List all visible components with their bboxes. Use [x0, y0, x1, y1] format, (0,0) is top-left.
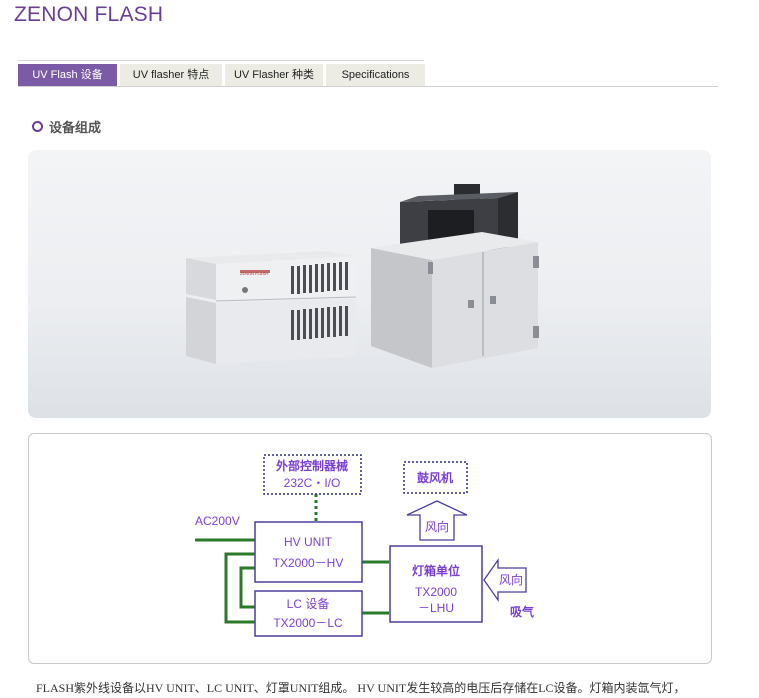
page-title: ZENON FLASH — [14, 3, 164, 26]
equipment-illustration: ZENON FLASH — [186, 184, 539, 368]
divider — [18, 60, 424, 61]
lc-unit-model: TX2000－LC — [273, 616, 343, 630]
description-text: FLASH紫外线设备以HV UNIT、LC UNIT、灯罩UNIT组成。 HV … — [36, 681, 686, 695]
tab-specifications[interactable]: Specifications — [326, 64, 425, 86]
airflow-up-label: 风向 — [425, 519, 449, 534]
lamp-unit-model: TX2000 — [415, 585, 457, 599]
airflow-up-arrow-icon — [406, 500, 468, 541]
lc-unit-box — [254, 590, 363, 637]
tab-underline — [18, 86, 718, 87]
hv-unit-model: TX2000－HV — [273, 556, 344, 570]
external-control-box — [263, 454, 362, 495]
hv-unit-box — [254, 521, 363, 583]
device-label: ZENON FLASH — [240, 271, 268, 276]
circle-bullet-icon — [32, 121, 43, 132]
external-control-label: 外部控制器械 — [276, 458, 348, 473]
blower-box — [403, 461, 468, 494]
external-control-interface: 232C・I/O — [284, 476, 341, 490]
hv-unit-title: HV UNIT — [284, 535, 333, 549]
ac-input-label: AC200V — [195, 514, 240, 528]
lc-unit-title: LC 设备 — [287, 597, 330, 611]
section-title: 设备组成 — [49, 120, 102, 135]
blower-label: 鼓风机 — [417, 470, 453, 485]
power-unit-illustration — [186, 251, 357, 364]
tab-uv-flasher-features[interactable]: UV flasher 特点 — [120, 64, 222, 86]
lamp-unit-title: 灯箱单位 — [412, 563, 460, 578]
lamp-unit-suffix: －LHU — [418, 601, 454, 615]
product-photo: ZENON FLASH — [28, 150, 711, 418]
system-diagram: 外部控制器械 232C・I/O 鼓风机 风向 AC200V HV UNIT TX… — [28, 433, 712, 664]
tab-uv-flasher-types[interactable]: UV Flasher 种类 — [225, 64, 323, 86]
lamp-housing-illustration — [371, 184, 539, 368]
airflow-in-arrow-icon — [483, 557, 527, 603]
wiring — [195, 494, 389, 624]
system-diagram-svg: 外部控制器械 232C・I/O 鼓风机 风向 AC200V HV UNIT TX… — [195, 454, 534, 637]
intake-label: 吸气 — [510, 604, 534, 619]
tab-uv-flash-device[interactable]: UV Flash 设备 — [18, 64, 117, 86]
lamp-unit-box — [389, 545, 483, 623]
tab-bar: UV Flash 设备 UV flasher 特点 UV Flasher 种类 … — [18, 64, 428, 86]
section-heading: 设备组成 — [32, 117, 101, 136]
airflow-in-label: 风向 — [499, 572, 523, 587]
